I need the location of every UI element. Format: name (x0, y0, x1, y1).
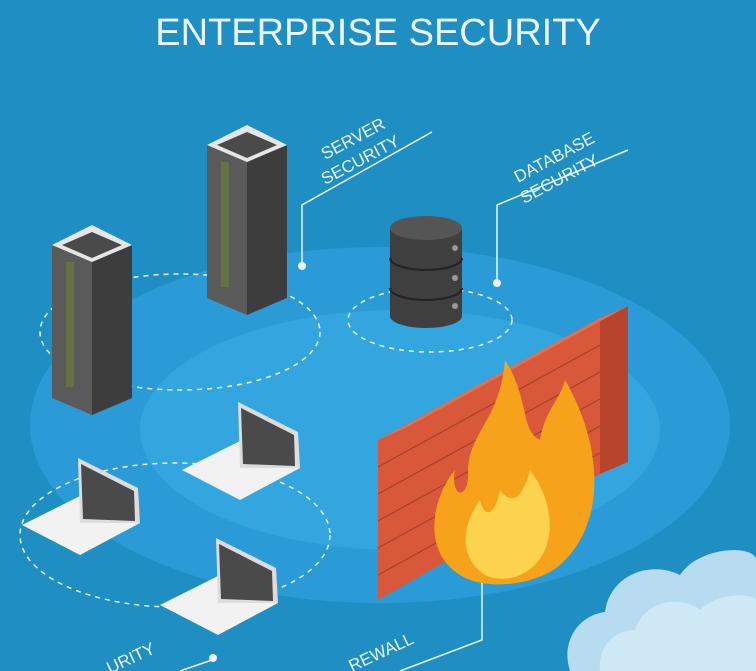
laptop-icon (182, 402, 300, 500)
endpoint-label: URITY (104, 639, 158, 671)
firewall-label-line (399, 572, 483, 671)
firewall-label: REWALL (346, 629, 417, 671)
database-pin-icon (493, 279, 501, 287)
endpoint-pin-icon (209, 654, 217, 662)
database-icon (389, 216, 463, 328)
database-label-line (496, 149, 629, 283)
cloud-icon (567, 550, 756, 671)
page-title: ENTERPRISE SECURITY (155, 12, 601, 54)
server-label-line (301, 131, 433, 266)
server-pin-icon (298, 262, 306, 270)
fire-icon (434, 360, 595, 585)
laptop-icon (22, 458, 140, 555)
server-ring (39, 273, 321, 391)
server-tower-icon (52, 225, 132, 415)
server-tower-icon (207, 125, 287, 315)
laptop-icon (160, 538, 278, 635)
endpoint-label-line (179, 659, 213, 671)
